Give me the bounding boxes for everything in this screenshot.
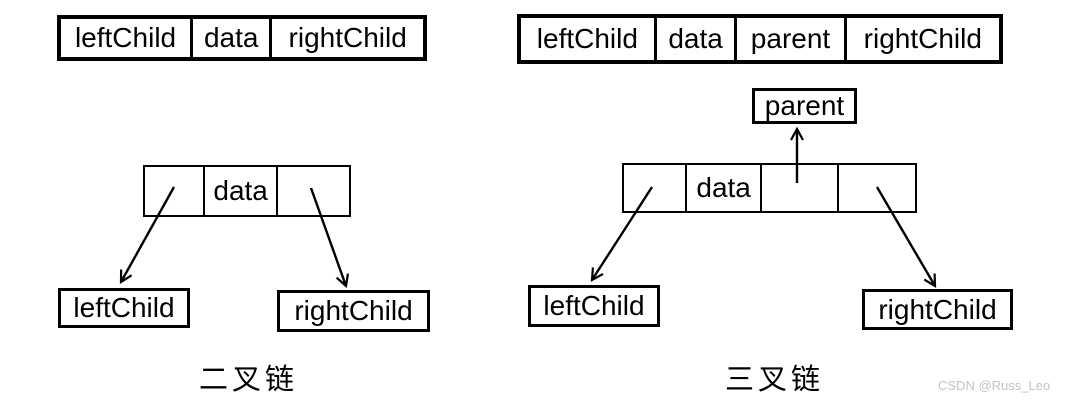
binary-record-cell-rightchild: rightChild xyxy=(269,19,423,57)
binary-record-box: leftChild data rightChild xyxy=(57,15,427,61)
triple-node-left-pointer-cell xyxy=(624,165,685,211)
triple-record-cell-leftchild: leftChild xyxy=(536,23,638,54)
triple-node-data-cell: data xyxy=(685,165,760,211)
binary-node-data-cell: data xyxy=(202,167,277,215)
triple-record-cell-rightchild: rightChild xyxy=(843,18,999,60)
binary-node-box: data xyxy=(143,165,351,217)
binary-leftchild-box: leftChild xyxy=(58,288,190,328)
triple-parent-box: parent xyxy=(752,88,857,124)
binary-caption: 二叉链 xyxy=(199,364,299,396)
triple-record-box: leftChild data parent rightChild xyxy=(517,14,1003,64)
binary-node-left-pointer-cell xyxy=(145,167,203,215)
binary-record-cell-leftchild: leftChild xyxy=(74,22,177,53)
triple-record-cell-data: data xyxy=(653,18,735,60)
csdn-watermark: CSDN @Russ_Leo xyxy=(938,378,1051,393)
triple-rightchild-box: rightChild xyxy=(862,289,1013,330)
triple-node-parent-pointer-cell xyxy=(760,165,837,211)
binary-node-right-pointer-cell xyxy=(276,167,349,215)
triple-caption: 三叉链 xyxy=(725,364,825,396)
triple-record-cell-parent: parent xyxy=(734,18,843,60)
binary-record-cell-data: data xyxy=(190,19,269,57)
triple-leftchild-box: leftChild xyxy=(528,285,660,327)
triple-node-right-pointer-cell xyxy=(837,165,915,211)
binary-rightchild-box: rightChild xyxy=(277,290,430,332)
triple-node-box: data xyxy=(622,163,917,213)
